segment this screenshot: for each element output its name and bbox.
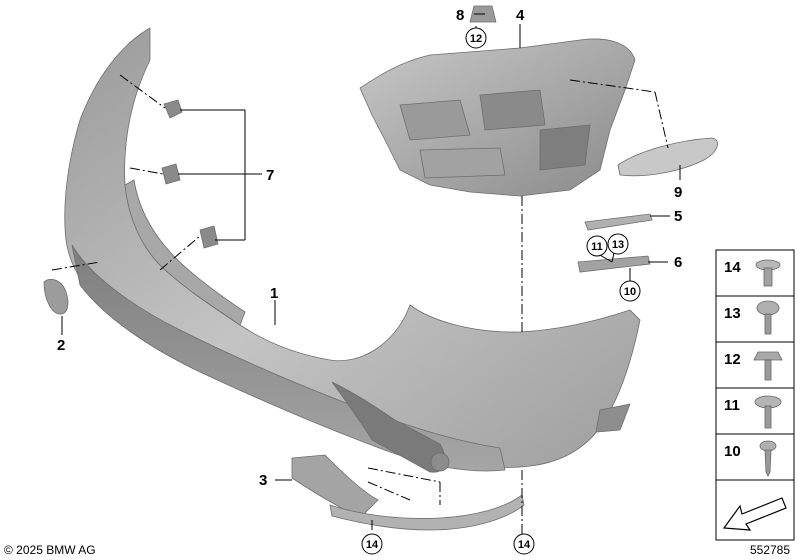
callout-8: 8	[456, 7, 464, 24]
legend-14-label: 14	[724, 259, 741, 276]
bumper-carrier-part-4	[359, 38, 636, 197]
callout-4: 4	[516, 7, 525, 24]
diagram-number: 552785	[750, 543, 790, 557]
legend-12-label: 12	[724, 351, 741, 368]
callout-9: 9	[674, 184, 682, 201]
svg-text:13: 13	[612, 239, 624, 251]
fastener-legend: 14 13 12 11 10	[715, 249, 795, 541]
callout-5: 5	[674, 208, 682, 225]
mounting-clips-part-7	[161, 99, 219, 249]
cover-cap-part-2	[43, 278, 69, 335]
callout-labels: 1 2 3 4 5 6 7 8 9 12 11 13 10 14 1	[57, 7, 682, 555]
bracket-part-6	[577, 255, 651, 273]
callout-3: 3	[259, 472, 267, 489]
callout-11: 11	[586, 235, 608, 257]
callout-13: 13	[607, 233, 629, 255]
flange-screw-icon	[754, 395, 782, 429]
callout-10: 10	[619, 280, 641, 302]
callout-14-right: 14	[513, 533, 535, 555]
orientation-arrow-icon	[722, 497, 787, 531]
front-bumper-panel	[64, 27, 641, 473]
svg-text:11: 11	[591, 241, 603, 253]
screw-with-washer-icon	[756, 300, 780, 335]
callout-14-left: 14	[361, 533, 383, 555]
svg-text:14: 14	[518, 539, 531, 551]
callout-6: 6	[674, 254, 682, 271]
callout-7: 7	[266, 167, 274, 184]
svg-text:12: 12	[470, 33, 482, 45]
svg-text:14: 14	[366, 539, 379, 551]
lower-trim-strip-part-3	[291, 454, 525, 531]
air-duct-cover-part-9	[617, 137, 718, 177]
callout-12: 12	[465, 27, 487, 49]
hex-bolt-icon	[753, 351, 783, 381]
svg-text:10: 10	[624, 286, 636, 298]
copyright-text: © 2025 BMW AG	[4, 543, 96, 557]
assembly-lines	[51, 74, 669, 535]
push-rivet-icon	[755, 259, 781, 287]
callout-1: 1	[270, 285, 278, 302]
legend-13-label: 13	[724, 305, 741, 322]
self-tapping-screw-icon	[759, 440, 777, 477]
legend-11-label: 11	[724, 397, 740, 414]
legend-10-label: 10	[724, 443, 741, 460]
callout-2: 2	[57, 337, 65, 354]
bracket-part-5	[584, 213, 653, 231]
